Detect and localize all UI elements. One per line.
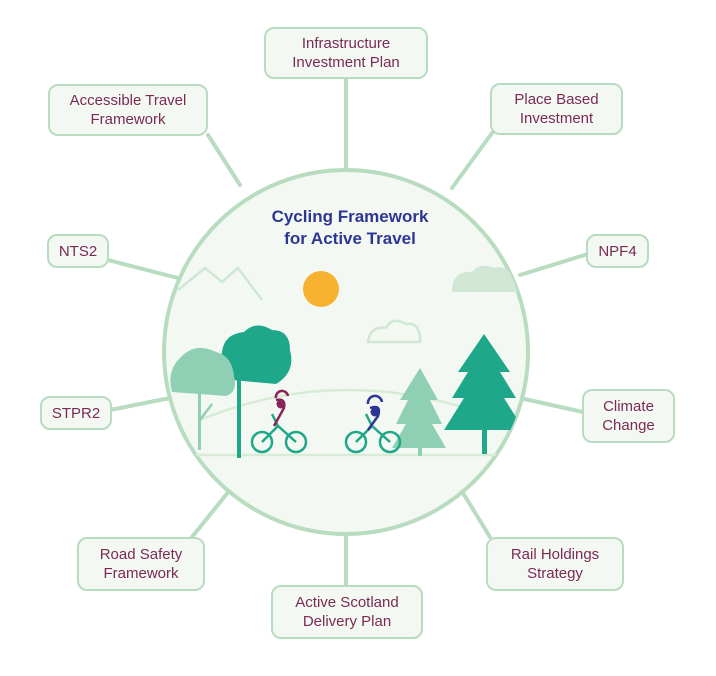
node-active-scotland-line2: Delivery Plan (302, 613, 392, 630)
node-rail-holdings-line1: Rail Holdings (510, 546, 600, 563)
mountain-outline-left (177, 266, 263, 301)
connector-nts2 (106, 258, 180, 280)
cloud-filled-icon (452, 265, 526, 292)
node-rail-holdings-strategy[interactable]: Rail Holdings Strategy (486, 537, 624, 591)
node-npf4[interactable]: NPF4 (586, 234, 649, 268)
node-nts2[interactable]: NTS2 (47, 234, 109, 268)
node-npf4-line1: NPF4 (598, 242, 637, 260)
node-road-safety-framework[interactable]: Road Safety Framework (77, 537, 205, 591)
hub-title-line1: Cycling Framework (271, 207, 429, 226)
connector-npf4 (518, 252, 590, 277)
node-place-based-line2: Investment (519, 110, 594, 127)
pine-trees-right-icon (392, 334, 524, 456)
sun-icon (303, 271, 339, 307)
node-stpr2[interactable]: STPR2 (40, 396, 112, 430)
node-rail-holdings-line2: Strategy (527, 565, 583, 582)
node-road-safety-line2: Framework (103, 565, 179, 582)
node-place-based-investment[interactable]: Place Based Investment (490, 83, 623, 135)
node-accessible-travel-framework[interactable]: Accessible Travel Framework (48, 84, 208, 136)
node-place-based-line1: Place Based (514, 91, 599, 108)
node-nts2-line1: NTS2 (58, 242, 98, 260)
node-climate-change[interactable]: Climate Change (582, 389, 675, 443)
node-infrastructure-line2: Investment Plan (292, 54, 400, 71)
node-infrastructure-line1: Infrastructure (301, 35, 391, 52)
node-road-safety-line1: Road Safety (99, 546, 183, 563)
tree-cluster-left-icon (170, 325, 292, 458)
connector-climate-change (518, 396, 585, 414)
node-accessible-travel-line1: Accessible Travel (69, 92, 187, 109)
node-active-scotland-delivery-plan[interactable]: Active Scotland Delivery Plan (271, 585, 423, 639)
cloud-outline-icon (366, 319, 422, 344)
cyclist-purple-icon (250, 389, 308, 454)
node-infrastructure-investment-plan[interactable]: Infrastructure Investment Plan (264, 27, 428, 79)
connector-stpr2 (108, 396, 172, 412)
connector-accessible-travel (206, 133, 242, 187)
node-climate-change-line2: Change (602, 417, 655, 434)
node-stpr2-line1: STPR2 (51, 404, 101, 422)
connector-place-based (450, 131, 494, 190)
node-climate-change-line1: Climate (603, 398, 654, 415)
node-active-scotland-line1: Active Scotland (295, 594, 399, 611)
hub-title-line2: for Active Travel (284, 229, 416, 248)
cyclist-blue-icon (344, 394, 402, 454)
node-accessible-travel-line2: Framework (90, 111, 166, 128)
